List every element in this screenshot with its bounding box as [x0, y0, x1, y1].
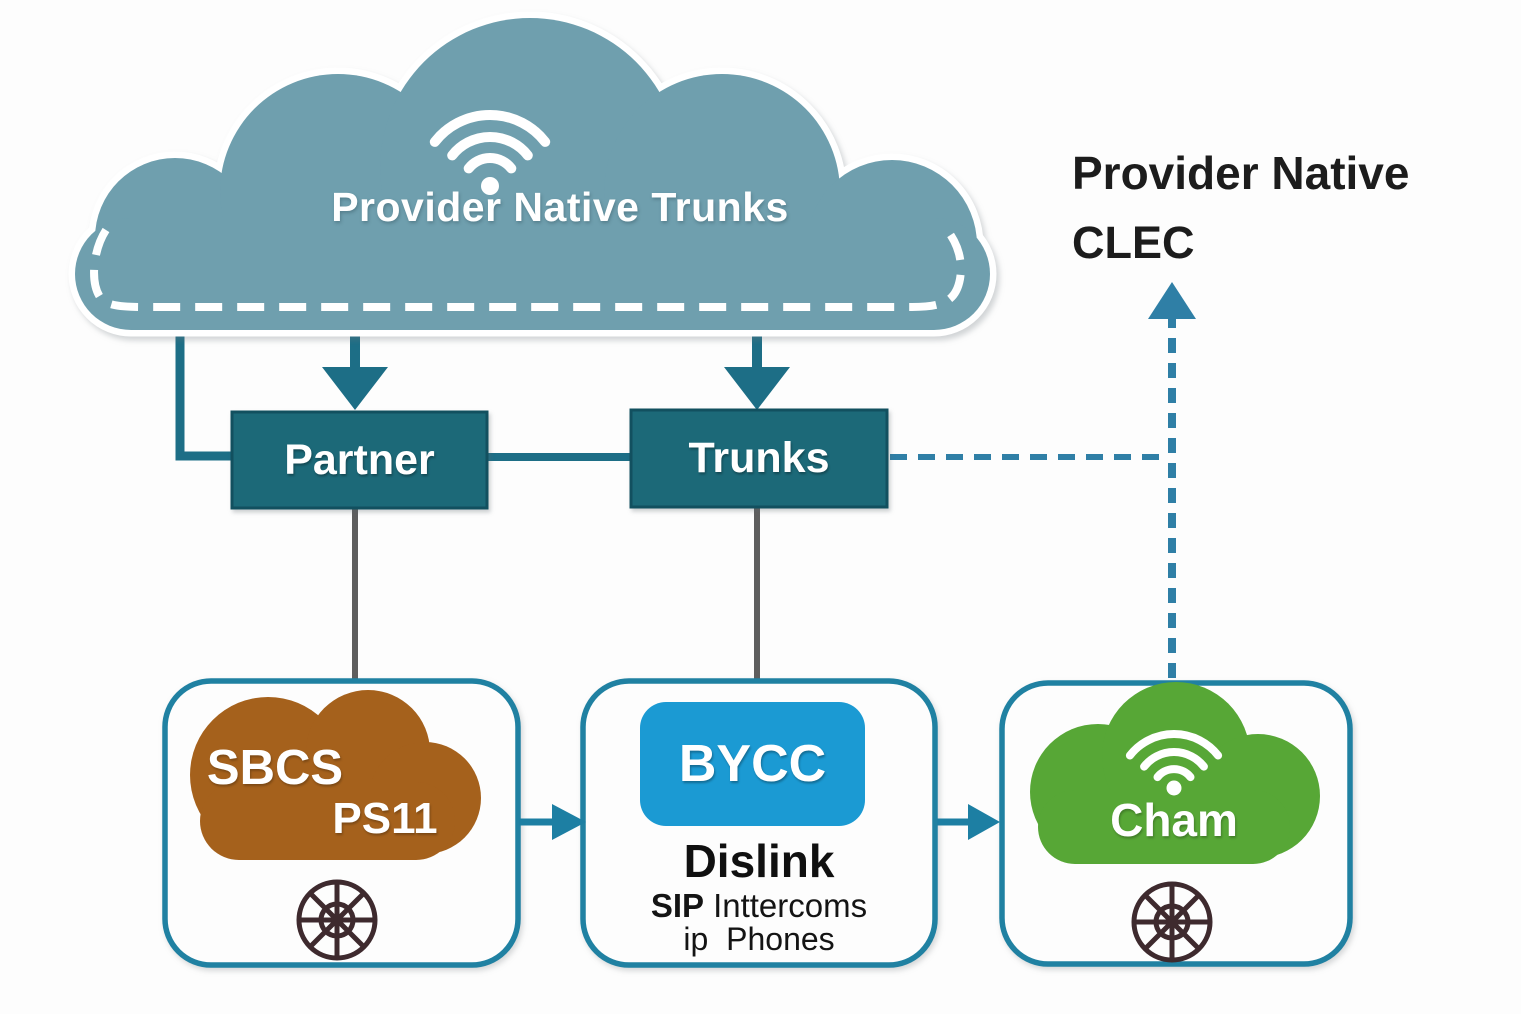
bycc-footer: ip Phones: [683, 921, 835, 957]
cham-wifi-icon: [1125, 730, 1223, 796]
trunks-box: [629, 408, 889, 509]
bycc-subtitle-intercoms: Inttercoms: [713, 887, 868, 924]
partner-box: [230, 410, 489, 510]
provider-cloud: [68, 11, 997, 337]
wifi-icon: [429, 110, 551, 195]
clec-label-line2: CLEC: [1072, 217, 1195, 268]
bycc-title: Dislink: [683, 835, 835, 887]
arrow-right-cham-icon: [968, 804, 1000, 840]
partner-box-label: Partner: [284, 435, 435, 484]
cham-globe-icon: [1131, 881, 1213, 963]
sbcs-cloud-label: SBCS: [206, 741, 344, 795]
bycc-badge: [640, 702, 865, 826]
arrow-right-bycc-icon: [552, 804, 586, 840]
arrow-down-partner-icon: [322, 367, 388, 410]
arrow-down-trunks-icon: [724, 367, 790, 410]
cloud-dashed-border: [90, 227, 965, 311]
sbcs-cloud-sublabel: PS11: [332, 794, 438, 843]
cloud-to-partner-elbow: [175, 300, 232, 461]
clec-dashed-route: [890, 282, 1196, 678]
bycc-badge-label: BYCC: [678, 735, 827, 793]
arrow-up-clec-icon: [1148, 282, 1196, 319]
gray-connectors: [352, 505, 760, 683]
trunks-box-label: Trunks: [688, 434, 830, 482]
routing-boxes: [230, 408, 889, 510]
bycc-subtitle-sip: SIP: [650, 887, 705, 924]
endpoint-arrows: [519, 804, 1000, 840]
clec-label-line1: Provider Native: [1072, 147, 1410, 199]
sbcs-cloud: [190, 690, 481, 860]
cham-cloud-label: Cham: [1110, 794, 1238, 846]
provider-cloud-label: Provider Native Trunks: [331, 184, 789, 230]
sbcs-globe-icon: [296, 879, 378, 961]
provider-cloud-body: [75, 18, 990, 330]
